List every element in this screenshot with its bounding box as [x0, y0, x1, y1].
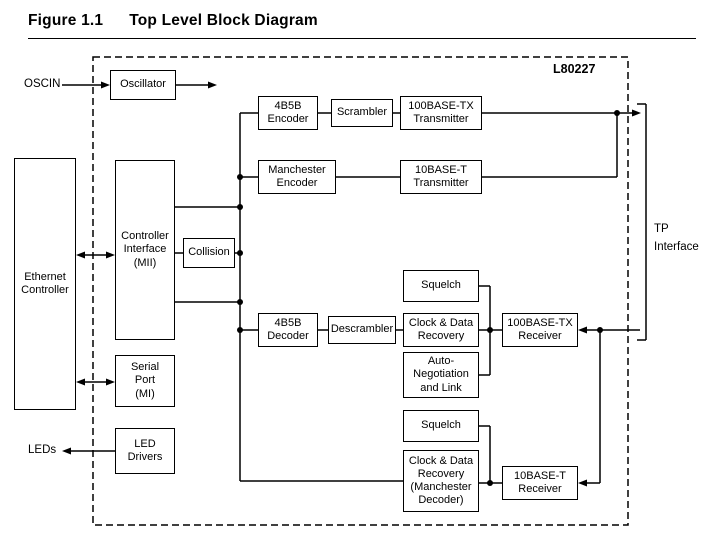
- leds-label: LEDs: [28, 444, 57, 456]
- scrambler-block: Scrambler: [331, 99, 393, 127]
- squelch-100-block: Squelch: [403, 270, 479, 302]
- serial-port-block: Serial Port (MI): [115, 355, 175, 407]
- 4b5b-decoder-block: 4B5B Decoder: [258, 313, 318, 347]
- 100base-tx-receiver-block: 100BASE-TX Receiver: [502, 313, 578, 347]
- collision-block: Collision: [183, 238, 235, 268]
- 4b5b-encoder-block: 4B5B Encoder: [258, 96, 318, 130]
- led-drivers-block: LED Drivers: [115, 428, 175, 474]
- junction-dots: [237, 110, 620, 486]
- ethernet-controller-block: Ethernet Controller: [14, 158, 76, 410]
- clock-data-recovery-block: Clock & Data Recovery: [403, 313, 479, 347]
- title-divider: [28, 38, 696, 39]
- figure-caption: Top Level Block Diagram: [129, 12, 318, 29]
- clock-data-recovery-manchester-block: Clock & Data Recovery (Manchester Decode…: [403, 450, 479, 512]
- descrambler-block: Descrambler: [328, 316, 396, 344]
- 100base-tx-transmitter-block: 100BASE-TX Transmitter: [400, 96, 482, 130]
- figure-number: Figure 1.1: [28, 12, 104, 29]
- arrowheads: [62, 81, 641, 487]
- figure-title: Figure 1.1 Top Level Block Diagram: [28, 12, 318, 30]
- squelch-10-block: Squelch: [403, 410, 479, 442]
- auto-negotiation-block: Auto- Negotiation and Link: [403, 352, 479, 398]
- tp-interface-bracket: [637, 103, 647, 341]
- 10base-t-receiver-block: 10BASE-T Receiver: [502, 466, 578, 500]
- manchester-encoder-block: Manchester Encoder: [258, 160, 336, 194]
- oscillator-block: Oscillator: [110, 70, 176, 100]
- controller-interface-mii-block: Controller Interface (MII): [115, 160, 175, 340]
- tp-interface-label: TP Interface: [654, 223, 699, 253]
- chip-part-number: L80227: [553, 62, 596, 76]
- 10base-t-transmitter-block: 10BASE-T Transmitter: [400, 160, 482, 194]
- chip-boundary: [92, 56, 629, 526]
- oscin-label: OSCIN: [24, 78, 61, 90]
